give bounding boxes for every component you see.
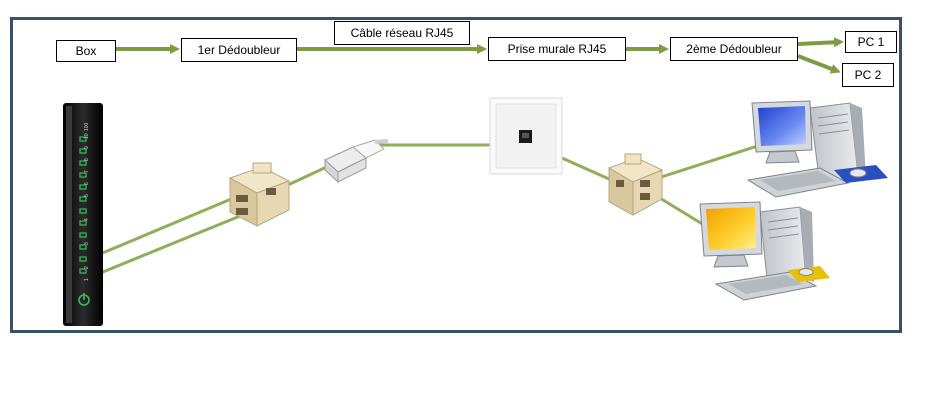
port-label: 10 [84,133,90,139]
router-box: 1 2 3 4 5 6 7 8 9 10 100 [63,103,103,326]
port-label: 2 [84,266,90,269]
network-cables [91,140,772,278]
label-splitter-2: 2ème Dédoubleur [670,37,798,61]
power-icon [78,293,90,306]
label-box: Box [56,40,116,62]
splitter-2-image [607,153,664,216]
port-label: 5 [84,194,90,197]
router-port-numbers: 1 2 3 4 5 6 7 8 9 10 100 [84,122,90,281]
rj45-plug-image [324,139,389,184]
port-label: 7 [84,170,90,173]
wall-socket-image [489,97,563,175]
label-cable-rj45: Câble réseau RJ45 [334,21,470,45]
port-label: 8 [84,158,90,161]
label-pc-1: PC 1 [845,31,897,53]
port-label: 6 [84,182,90,185]
port-label: 3 [84,242,90,245]
cable-router-port1 [91,214,242,278]
port-label: 9 [84,146,90,149]
label-pc-2: PC 2 [842,63,894,87]
flow-arrows [116,37,844,74]
label-splitter-1: 1er Dédoubleur [181,38,297,62]
port-label: 100 [84,122,90,131]
pc-1-image [746,100,888,198]
arrow-splitter2-to-pc2 [797,54,841,74]
router-port-leds [79,136,87,274]
cable-router-port2 [91,195,238,259]
port-label: 4 [84,218,90,221]
arrow-splitter2-to-pc1 [797,37,844,48]
cable-splitter2-to-pc1 [650,140,772,182]
splitter-1-image [228,162,291,227]
port-label: 1 [84,278,90,281]
pc-2-image [699,201,830,301]
label-wall-socket: Prise murale RJ45 [488,37,626,61]
